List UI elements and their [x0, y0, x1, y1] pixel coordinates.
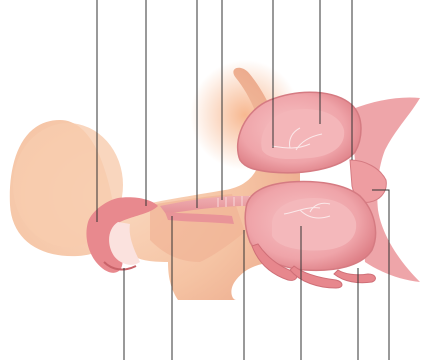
lower-lung-inner — [272, 198, 356, 250]
